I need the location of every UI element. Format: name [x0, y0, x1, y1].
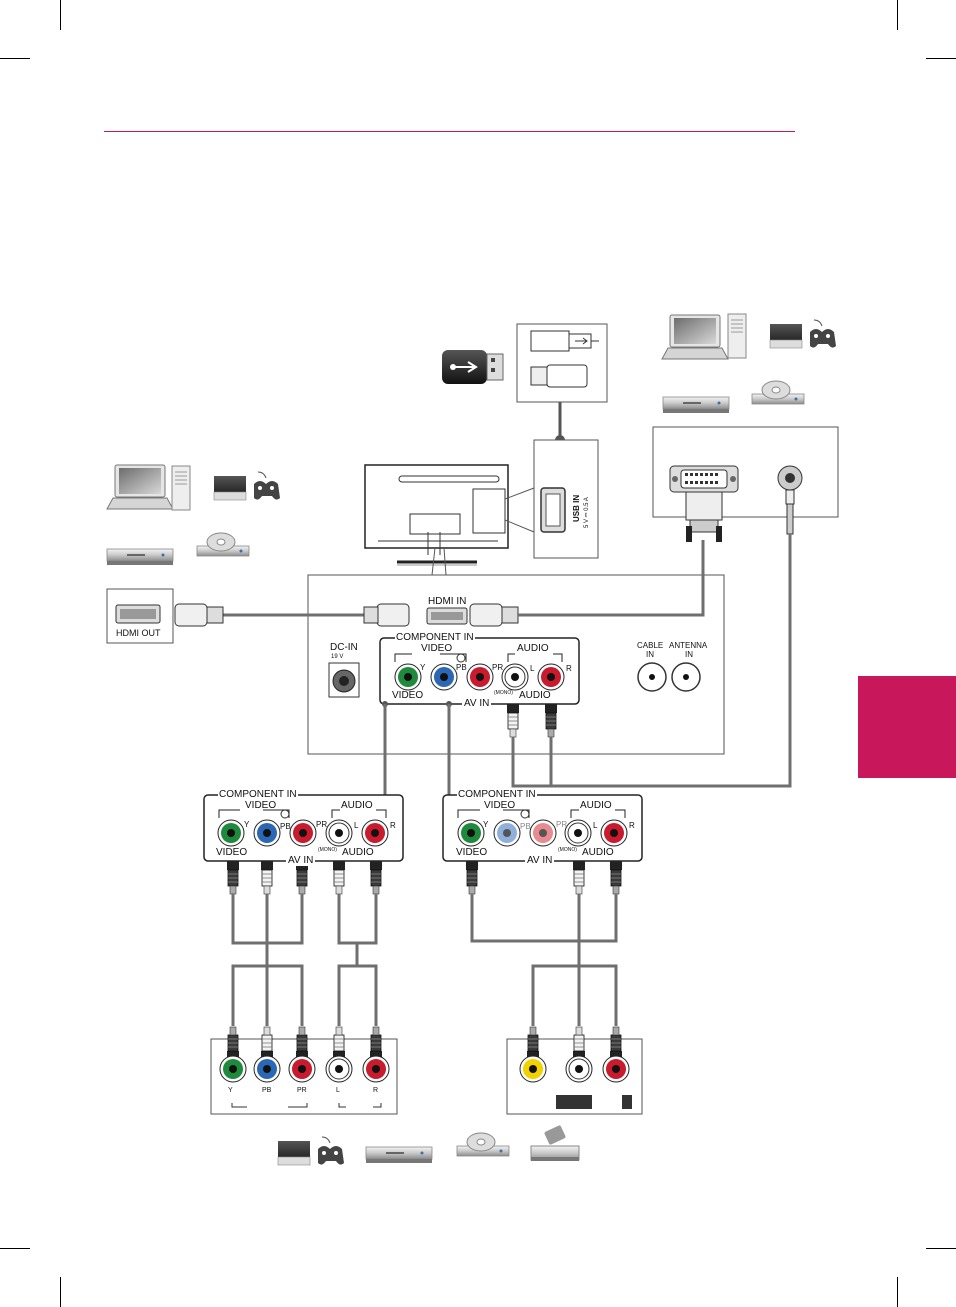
- audio-bottom-label: AUDIO: [342, 848, 374, 858]
- dc-volt-label: 19 V: [331, 654, 343, 660]
- desktop-tower-icon: [172, 466, 190, 510]
- hdmi-out-label: HDMI OUT: [116, 629, 161, 638]
- av-in-label: AV IN: [286, 856, 315, 866]
- cable-in-label-2: IN: [646, 651, 654, 659]
- usb-rating-label: 5 V ⎓ 0.5 A: [584, 497, 590, 528]
- video-bottom-label: VIDEO: [216, 848, 247, 858]
- dvd-player-icon: [366, 1147, 432, 1163]
- pb-label: PB: [262, 1087, 271, 1094]
- r-label: R: [629, 822, 635, 830]
- r-label: R: [390, 822, 396, 830]
- game-console-icon: [770, 320, 836, 348]
- usb-stick-icon: [531, 365, 587, 387]
- audio-label: AUDIO: [517, 644, 549, 654]
- laptop-icon: [662, 315, 728, 359]
- video-label: VIDEO: [421, 644, 452, 654]
- component-in-label: COMPONENT IN: [457, 790, 537, 800]
- tv-back-view: [365, 465, 508, 565]
- cable-in-jack[interactable]: [638, 663, 666, 691]
- mono-label: (MONO): [558, 848, 577, 853]
- audio-l-jack[interactable]: [502, 664, 528, 690]
- l-label: L: [593, 822, 597, 830]
- pr-label: PR: [492, 664, 503, 672]
- r-label: R: [373, 1087, 378, 1094]
- mono-label: (MONO): [494, 691, 513, 696]
- audio-label: AUDIO: [580, 801, 612, 811]
- dvd-player-icon: [107, 549, 173, 565]
- y-label: Y: [420, 664, 425, 672]
- pb-label: PB: [280, 823, 291, 831]
- component-y-jack[interactable]: [395, 664, 421, 690]
- audio-r-jack[interactable]: [538, 664, 564, 690]
- audio-bottom-label: AUDIO: [582, 848, 614, 858]
- component-in-label: COMPONENT IN: [395, 633, 475, 643]
- usb-plug-icon: [531, 331, 599, 351]
- game-console-icon: [214, 472, 280, 500]
- antenna-in-label-2: IN: [685, 651, 693, 659]
- disc-player-icon: [457, 1133, 509, 1156]
- pr-label: PR: [297, 1087, 307, 1094]
- mono-label: (MONO): [318, 848, 337, 853]
- av-in-label: AV IN: [525, 856, 554, 866]
- video-bottom-label: VIDEO: [456, 848, 487, 858]
- pr-label: PR: [316, 821, 327, 829]
- vcr-icon: [531, 1125, 579, 1161]
- disc-player-icon: [752, 381, 804, 404]
- audio-label-bar: [556, 1095, 592, 1109]
- y-label: Y: [228, 1087, 233, 1094]
- antenna-in-label: ANTENNA: [669, 642, 707, 650]
- dvd-player-icon: [663, 397, 729, 413]
- video-label: VIDEO: [484, 801, 515, 811]
- dc-in-label: DC-IN: [330, 643, 358, 653]
- av-in-label: AV IN: [462, 699, 491, 709]
- component-pr-jack[interactable]: [467, 664, 493, 690]
- y-label: Y: [244, 821, 249, 829]
- r-label: R: [566, 665, 572, 673]
- pr-label: PR: [556, 821, 567, 829]
- y-label: Y: [483, 821, 488, 829]
- audio-label: AUDIO: [341, 801, 373, 811]
- l-label: L: [336, 1087, 340, 1094]
- video-bottom-label: VIDEO: [392, 691, 423, 701]
- l-label: L: [354, 822, 358, 830]
- usb-drive-icon: [442, 350, 503, 384]
- pb-label: PB: [456, 664, 467, 672]
- audio-bottom-label: AUDIO: [519, 691, 551, 701]
- laptop-icon: [107, 465, 173, 509]
- game-console-icon: [278, 1137, 344, 1165]
- usb-in-label: USB IN: [573, 495, 581, 522]
- video-label: VIDEO: [245, 801, 276, 811]
- antenna-in-jack[interactable]: [672, 663, 700, 691]
- pb-label: PB: [520, 823, 531, 831]
- l-label: L: [530, 665, 534, 673]
- desktop-tower-icon: [728, 314, 746, 358]
- hdmi-in-label: HDMI IN: [428, 597, 466, 607]
- component-in-label: COMPONENT IN: [218, 790, 298, 800]
- cable-in-label: CABLE: [637, 642, 663, 650]
- disc-player-icon: [197, 533, 249, 556]
- component-pb-jack[interactable]: [431, 664, 457, 690]
